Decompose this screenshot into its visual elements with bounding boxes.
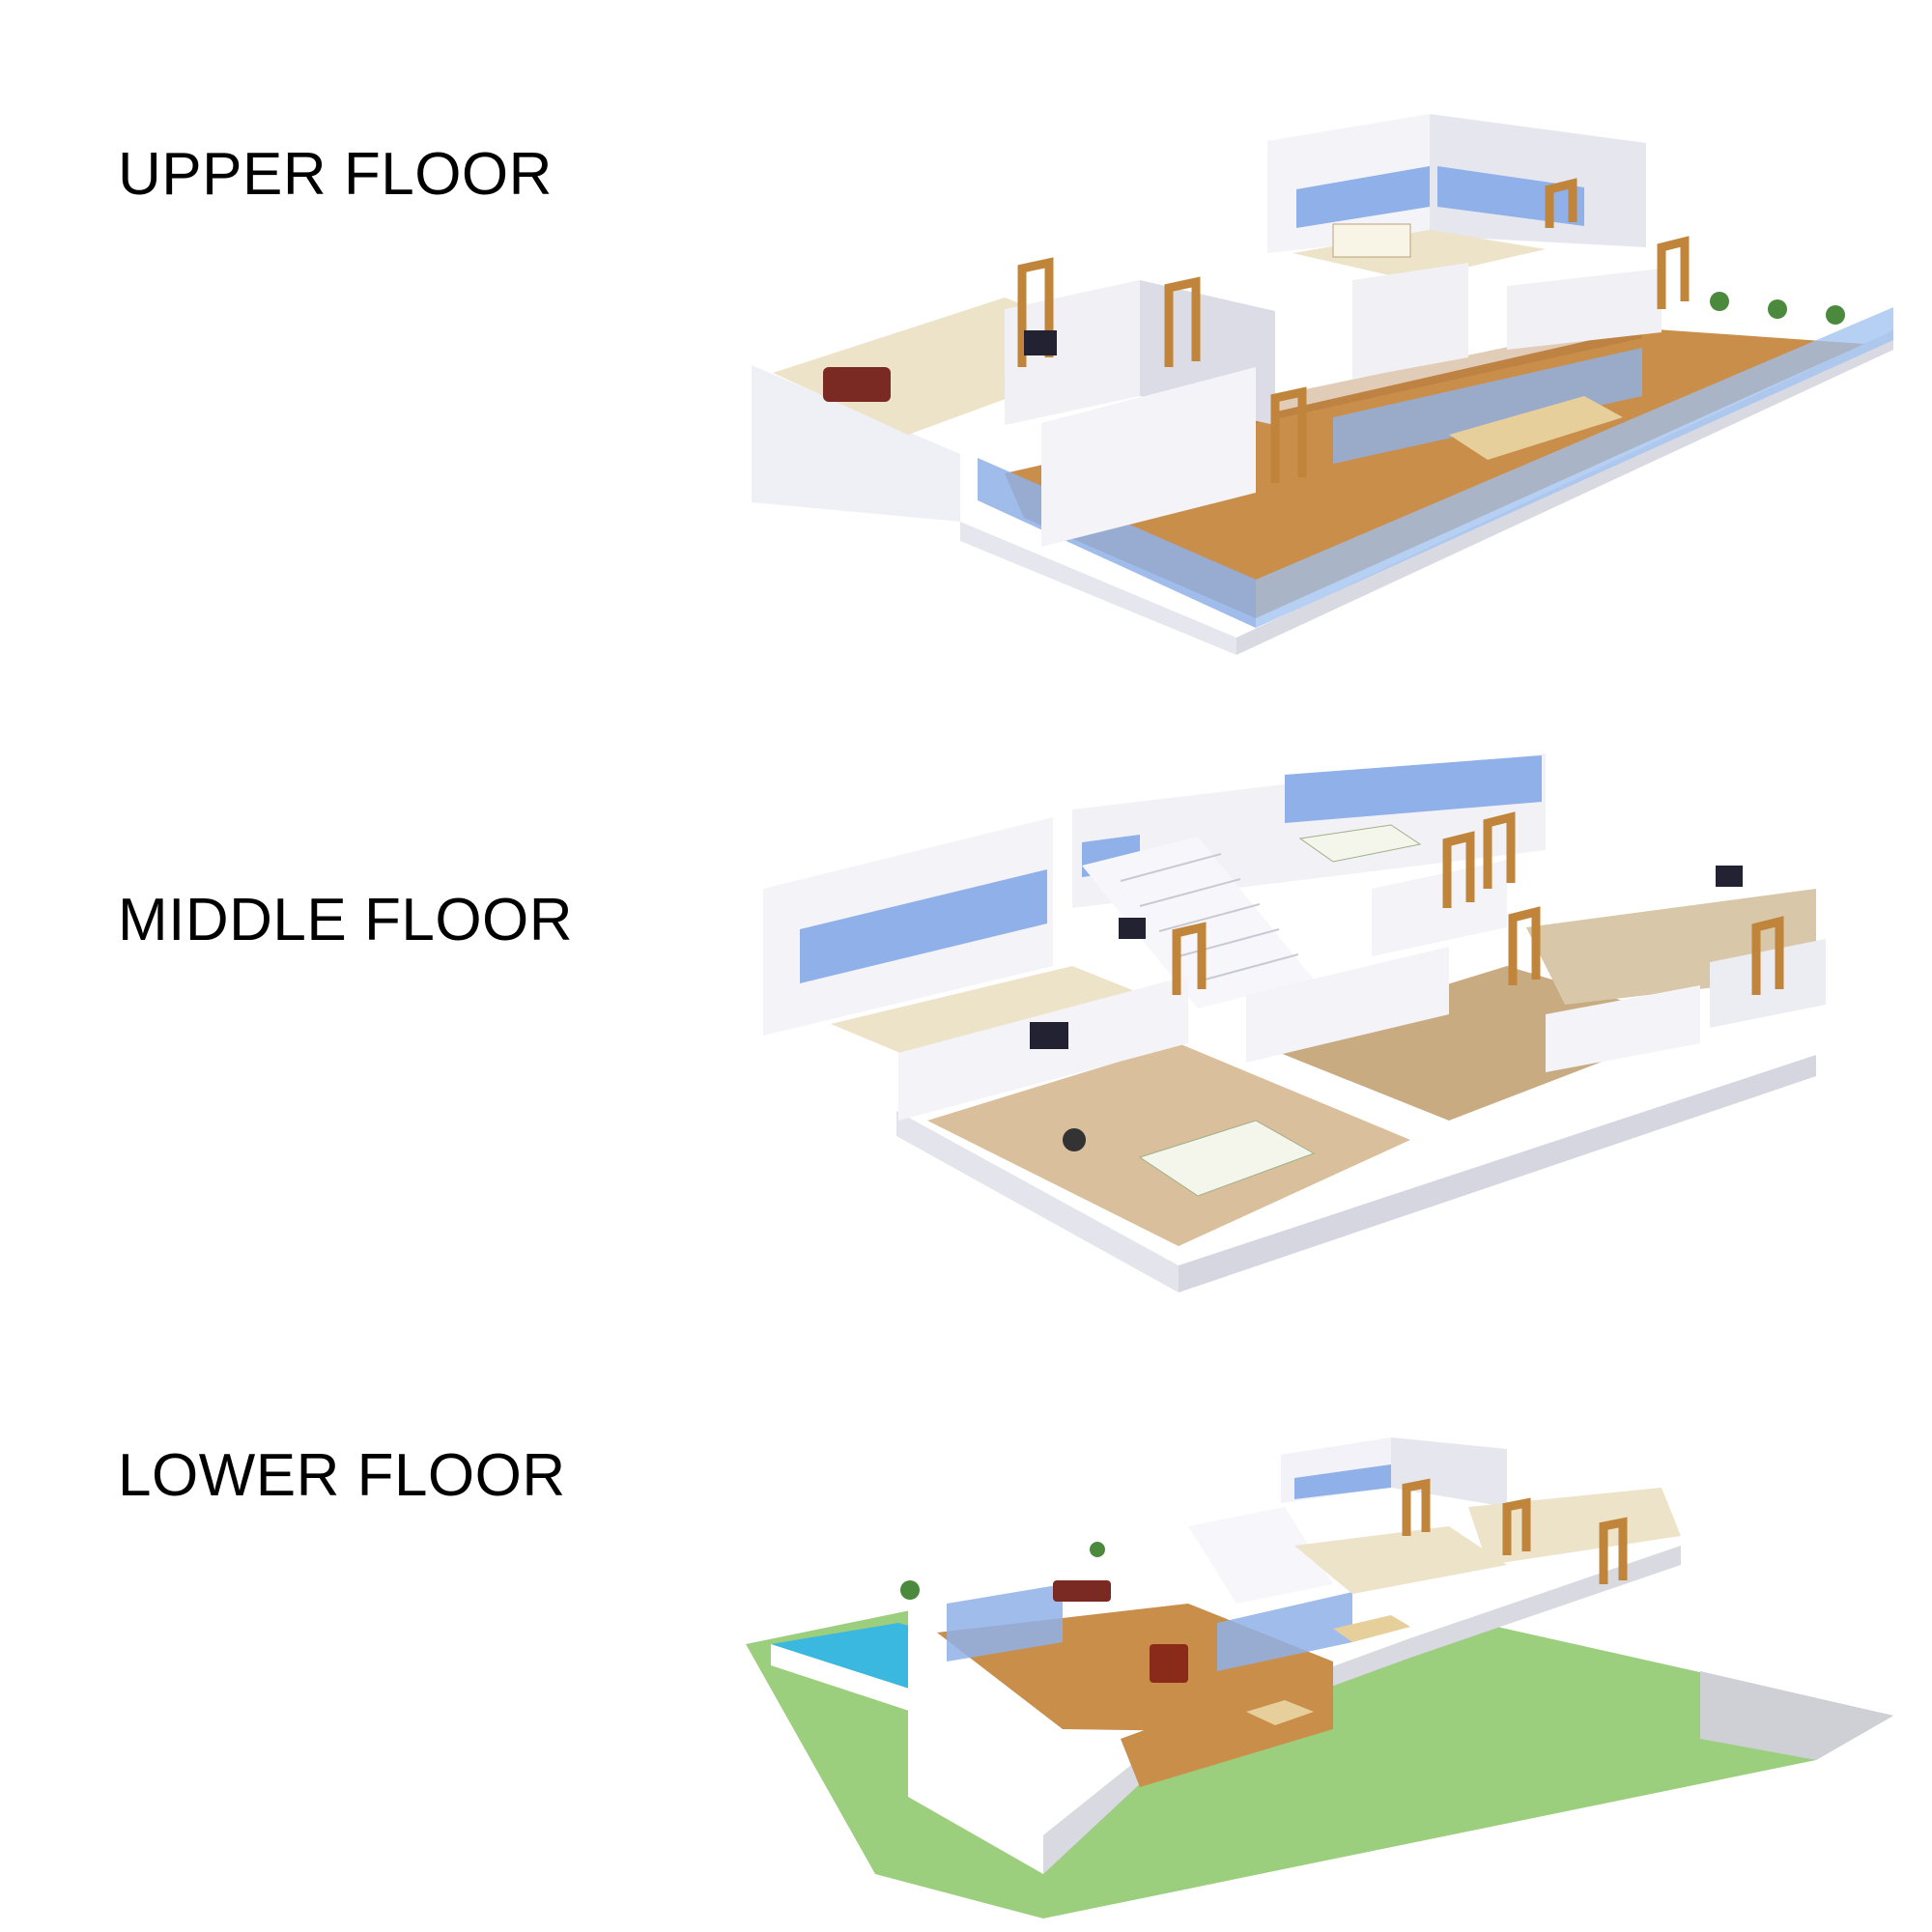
bed: [1332, 223, 1411, 258]
plant-icon: [900, 1580, 920, 1600]
wood-deck: [1005, 328, 1864, 618]
upper-floor-slab: [752, 114, 1893, 655]
sofa: [823, 367, 891, 402]
dining-table: [1449, 396, 1623, 460]
lower-floor-slab: [746, 1437, 1893, 1918]
bedroom-floor: [927, 1043, 1410, 1246]
door-frames: [1017, 178, 1690, 483]
dining-table: [1246, 1700, 1314, 1725]
window-band: [800, 869, 1047, 983]
door-frames: [1172, 811, 1784, 995]
upper-floor-label: UPPER FLOOR: [118, 141, 553, 208]
glass-partition: [947, 1584, 1063, 1662]
middle-floor-label: MIDDLE FLOOR: [118, 887, 574, 953]
staircase: [1188, 1507, 1333, 1604]
chair: [1063, 1128, 1086, 1151]
door-frames: [1402, 1478, 1628, 1584]
middle-floor-slab: [761, 753, 1913, 1293]
lower-floor-label: LOWER FLOOR: [118, 1442, 566, 1509]
sofa: [1053, 1580, 1111, 1602]
tv: [1024, 330, 1057, 355]
tv: [1030, 1022, 1068, 1049]
window-band: [1294, 1464, 1391, 1499]
plant-icon: [1710, 292, 1729, 311]
bed: [1138, 1120, 1316, 1197]
rocking-chair: [1150, 1644, 1188, 1683]
window-band: [1296, 166, 1430, 228]
